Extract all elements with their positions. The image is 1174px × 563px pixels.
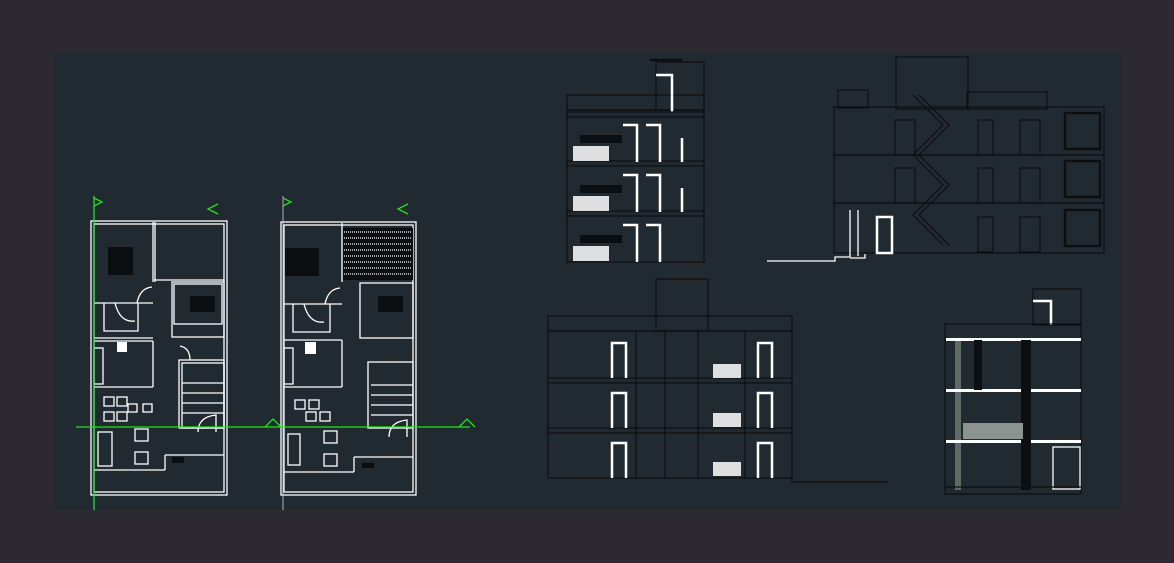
elevation-side: [547, 278, 888, 483]
cad-drawing-canvas[interactable]: [54, 52, 1122, 510]
section-cut-axes: [76, 196, 476, 510]
section-front: [566, 58, 705, 263]
facade-front: [944, 288, 1082, 495]
floor-plan-ground: [90, 220, 228, 496]
floor-plan-upper: [280, 221, 417, 496]
section-side: [767, 56, 1105, 262]
